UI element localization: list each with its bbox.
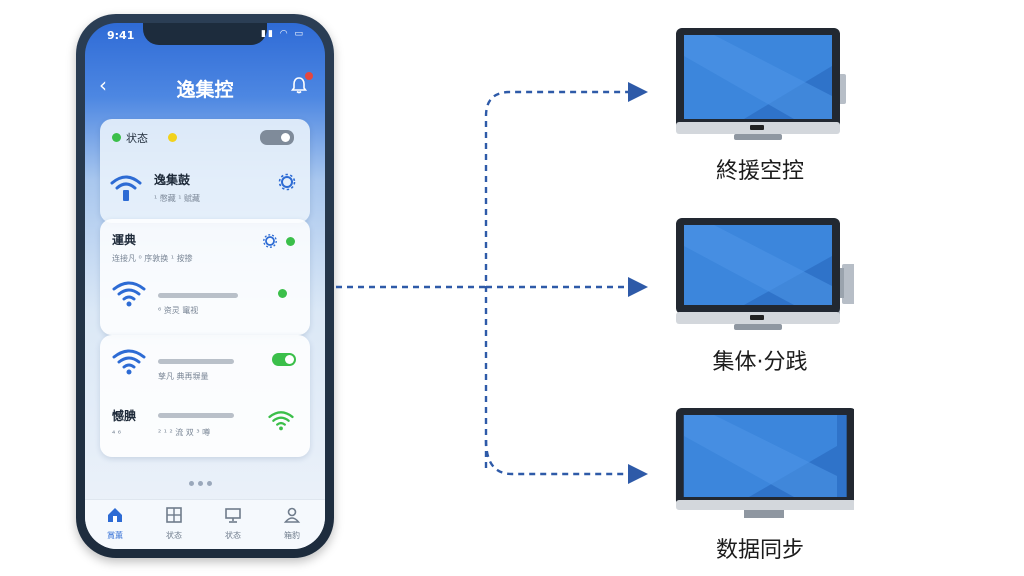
device-row2-sub: ⁴ ⁶: [112, 429, 121, 438]
device-row2-sub2: ² ¹ ² 流 双 ³ 噂: [158, 428, 211, 437]
network-card[interactable]: 運典 连接凡 ⁰ 序敦换 ¹ 按掺 ⁶ 资灵 竃视: [100, 219, 310, 335]
status-toggle[interactable]: [260, 130, 294, 145]
app-title: 逸集控: [176, 79, 234, 101]
tab-profile[interactable]: 箱豹: [267, 506, 317, 541]
network-name-bar: [158, 293, 238, 298]
arrow-head-bottom: [628, 464, 648, 484]
notification-badge: [305, 72, 313, 80]
device-label-top: 終援空控: [715, 159, 804, 184]
status-time: 9:41: [107, 29, 135, 42]
network-card-title: 運典: [112, 233, 137, 247]
status-label: 状态: [126, 132, 148, 145]
online-dot: [286, 237, 295, 246]
branch-bottom: [484, 439, 630, 476]
tab-bar: 賞薫 状态 状态: [85, 499, 325, 549]
page-indicator: [187, 471, 214, 490]
status-dot-green: [112, 133, 121, 142]
monitor-top-icon: [676, 28, 846, 140]
device2-name-bar: [158, 413, 234, 418]
status-dot-yellow: [168, 133, 177, 142]
device-label-bottom: 数据同步: [715, 538, 804, 563]
wifi-signal-green-icon: [268, 411, 294, 431]
device-row1-sub: 孳凡 典再塀量: [158, 372, 209, 381]
device-name-bar: [158, 359, 234, 364]
tab-grid[interactable]: 状态: [149, 506, 199, 541]
router-signal-icon: [110, 175, 142, 201]
device-name: 逸集鼓: [154, 173, 191, 187]
smartphone: 9:41 ▮▮ ◠ ▭ ‹ 逸集控 状态 逸集鼓 ¹ 憋藏 ¹ 赋藏: [76, 14, 334, 558]
wifi-status-dot: [278, 289, 287, 298]
bell-icon[interactable]: [289, 75, 309, 95]
tab-home[interactable]: 賞薫: [90, 506, 140, 541]
device-list-card[interactable]: 孳凡 典再塀量 憾腆 ⁴ ⁶ ² ¹ ² 流 双 ³ 噂: [100, 335, 310, 457]
gear-icon[interactable]: [278, 173, 296, 191]
device-sub: ¹ 憋藏 ¹ 赋藏: [154, 194, 201, 203]
status-card[interactable]: 状态 逸集鼓 ¹ 憋藏 ¹ 赋藏: [100, 119, 310, 223]
monitor-middle-icon: [676, 218, 854, 330]
wifi-sub: ⁶ 资灵 竃视: [158, 306, 199, 315]
device-label-middle: 集体·分践: [712, 350, 808, 375]
settings-icon[interactable]: [262, 233, 278, 249]
arrow-head-top: [628, 82, 648, 102]
phone-notch: [143, 23, 267, 45]
back-button[interactable]: ‹: [99, 73, 107, 97]
arrow-head-middle: [628, 277, 648, 297]
home-icon: [108, 508, 122, 522]
device-row2-title: 憾腆: [112, 409, 137, 423]
grid-icon: [166, 507, 182, 523]
device-toggle[interactable]: [272, 353, 296, 366]
network-card-sub: 连接凡 ⁰ 序敦换 ¹ 按掺: [112, 254, 193, 263]
user-icon: [283, 507, 301, 523]
status-icons: ▮▮ ◠ ▭: [261, 29, 305, 39]
monitor-icon: [225, 508, 241, 523]
monitor-bottom-icon: [675, 408, 854, 518]
phone-screen: 9:41 ▮▮ ◠ ▭ ‹ 逸集控 状态 逸集鼓 ¹ 憋藏 ¹ 赋藏: [85, 23, 325, 549]
tab-monitor[interactable]: 状态: [208, 506, 258, 541]
wifi-icon: [112, 281, 146, 307]
branch-top: [484, 90, 630, 468]
wifi-icon: [112, 349, 146, 375]
